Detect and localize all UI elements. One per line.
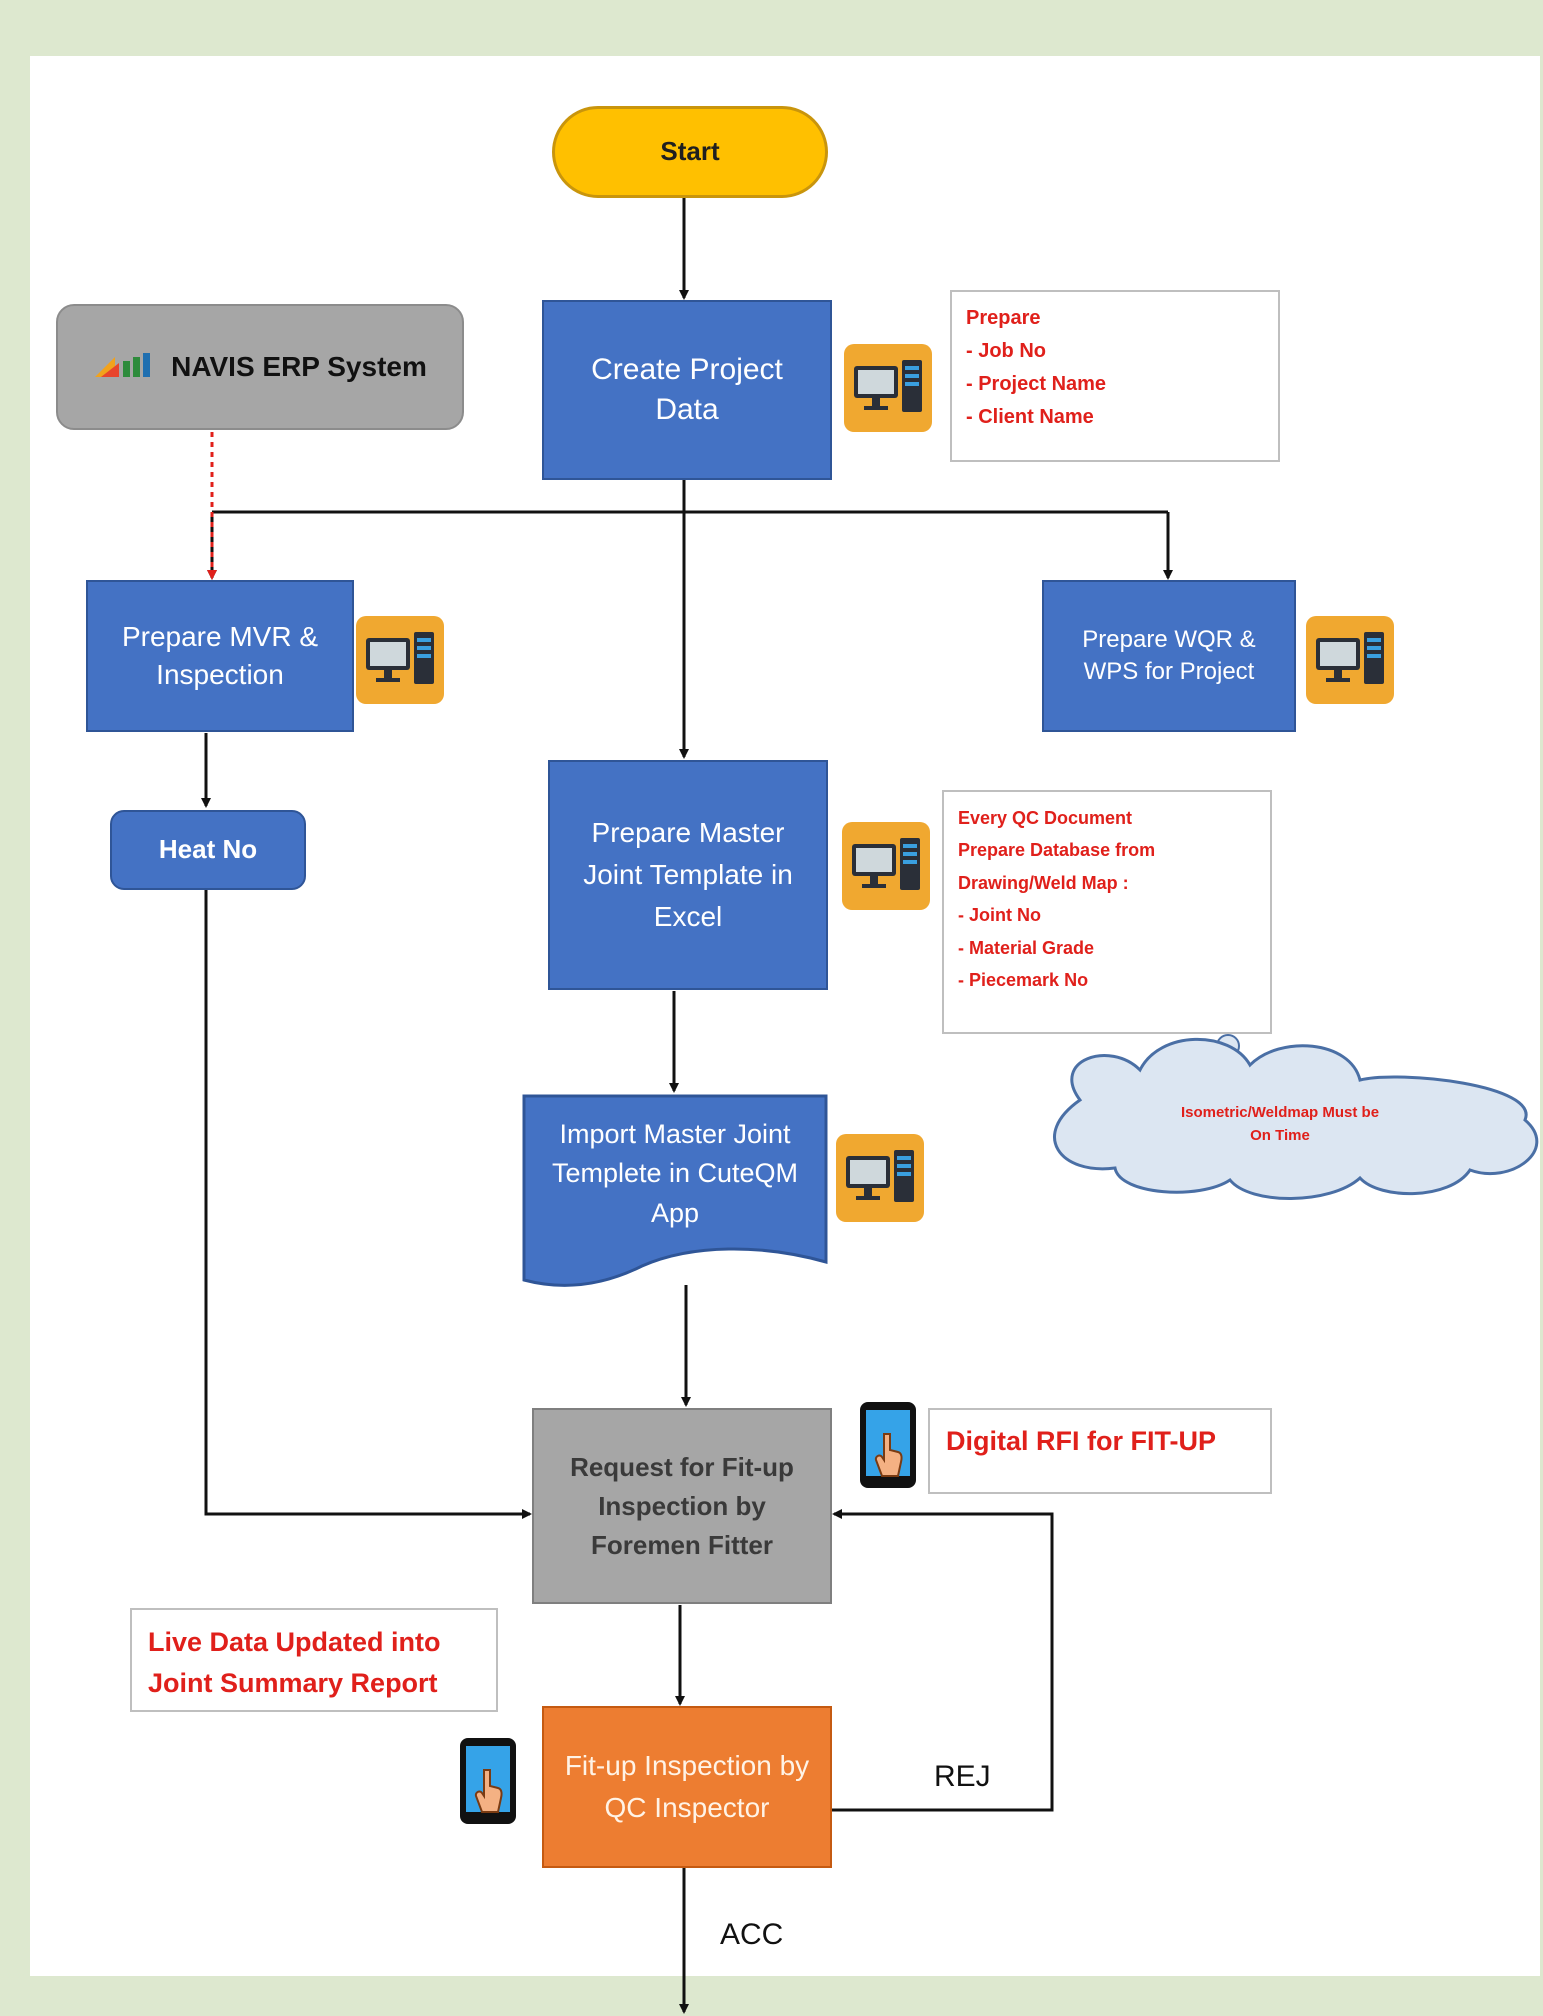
prepare-mvr-process: Prepare MVR & Inspection: [86, 580, 354, 732]
project-data-note-line-1: Prepare: [966, 307, 1041, 329]
request-fitup-label: Request for Fit-up Inspection by Foremen…: [570, 1451, 794, 1560]
heat-no-process: Heat No: [110, 810, 306, 890]
start-label: Start: [660, 136, 720, 167]
prepare-wqr-label: Prepare WQR & WPS for Project: [1082, 625, 1256, 685]
fitup-inspection-process: Fit-up Inspection by QC Inspector: [542, 1706, 832, 1868]
master-joint-template-label: Prepare Master Joint Template in Excel: [583, 817, 793, 932]
navis-logo-icon: [93, 349, 159, 386]
create-project-data-process: Create Project Data: [542, 300, 832, 480]
rej-edge-label: REJ: [934, 1760, 991, 1793]
project-data-note-line-3: - Project Name: [966, 373, 1107, 395]
fitup-inspection-label: Fit-up Inspection by QC Inspector: [564, 1750, 810, 1823]
qc-document-note-line-5: - Material Grade: [958, 937, 1095, 958]
qc-document-note-line-2: Prepare Database from: [958, 840, 1156, 861]
live-data-note-line-1: Live Data Updated into: [148, 1627, 441, 1657]
edge-heat-to-request: [204, 889, 532, 1519]
qc-document-note-line-3: Drawing/Weld Map :: [958, 872, 1129, 893]
start-terminator: Start: [552, 106, 828, 198]
cloud-note: Isometric/Weldmap Must be On Time: [1100, 1102, 1460, 1147]
navis-erp-system-box: NAVIS ERP System: [56, 304, 464, 430]
project-data-note: Prepare - Job No - Project Name - Client…: [950, 290, 1280, 462]
prepare-wqr-process: Prepare WQR & WPS for Project: [1042, 580, 1296, 732]
master-joint-template-process: Prepare Master Joint Template in Excel: [548, 760, 828, 990]
tablet-touch-icon: [856, 1400, 920, 1497]
computer-icon: [842, 822, 930, 910]
digital-rfi-note: Digital RFI for FIT-UP: [928, 1408, 1272, 1494]
qc-document-note-line-4: - Joint No: [958, 905, 1041, 926]
navis-erp-label: NAVIS ERP System: [171, 351, 427, 382]
import-template-label: Import Master Joint Templete in CuteQM A…: [551, 1119, 799, 1228]
computer-icon: [836, 1134, 924, 1222]
heat-no-label: Heat No: [158, 834, 258, 865]
cloud-shape: [1053, 1037, 1539, 1200]
project-data-note-line-4: - Client Name: [966, 406, 1094, 428]
qc-document-note-line-6: - Piecemark No: [958, 969, 1089, 990]
computer-icon: [1306, 616, 1394, 704]
prepare-mvr-label: Prepare MVR & Inspection: [121, 621, 319, 690]
edge-rej-loop: [830, 1509, 1054, 1812]
import-template-process: Import Master Joint Templete in CuteQM A…: [522, 1094, 828, 1254]
digital-rfi-note-text: Digital RFI for FIT-UP: [946, 1426, 1216, 1456]
qc-document-note: Every QC Document Prepare Database from …: [942, 790, 1272, 1034]
acc-edge-label: ACC: [720, 1918, 784, 1951]
computer-icon: [356, 616, 444, 704]
cloud-note-line-2: On Time: [1250, 1126, 1310, 1144]
qc-document-note-line-1: Every QC Document: [958, 808, 1133, 828]
live-data-note: Live Data Updated into Joint Summary Rep…: [130, 1608, 498, 1712]
cloud-note-line-1: Isometric/Weldmap Must be: [1180, 1104, 1380, 1121]
tablet-touch-icon: [456, 1736, 520, 1833]
computer-icon: [844, 344, 932, 432]
request-fitup-process: Request for Fit-up Inspection by Foremen…: [532, 1408, 832, 1604]
live-data-note-line-2: Joint Summary Report: [148, 1667, 438, 1698]
project-data-note-line-2: - Job No: [966, 340, 1046, 362]
create-project-data-label: Create Project Data: [591, 352, 783, 427]
import-template-document-shape: [522, 1094, 828, 1287]
